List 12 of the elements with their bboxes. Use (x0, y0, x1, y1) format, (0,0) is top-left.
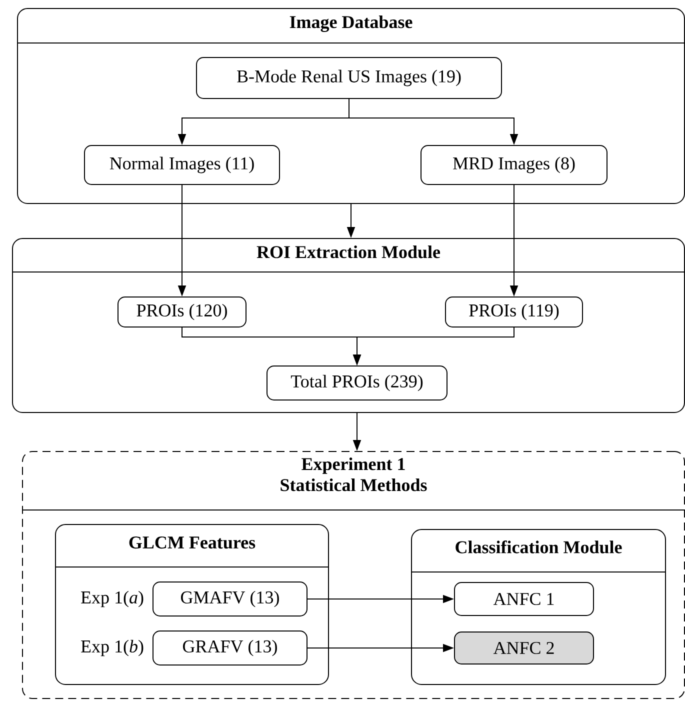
side-label: Exp 1(a) (81, 590, 144, 608)
process-box: GRAFV (13) (152, 630, 308, 666)
process-box: B-Mode Renal US Images (19) (196, 57, 502, 99)
process-box: ANFC 1 (454, 582, 594, 616)
process-box: Total PROIs (239) (266, 366, 448, 400)
side-label: Exp 1(b) (81, 640, 144, 656)
process-box: PROIs (119) (445, 296, 583, 328)
process-box: Normal Images (11) (84, 145, 280, 185)
process-box: GMAFV (13) (152, 582, 308, 616)
process-box: MRD Images (8) (420, 145, 608, 185)
process-box: PROIs (120) (118, 296, 246, 328)
process-box: ANFC 2 (454, 632, 594, 664)
